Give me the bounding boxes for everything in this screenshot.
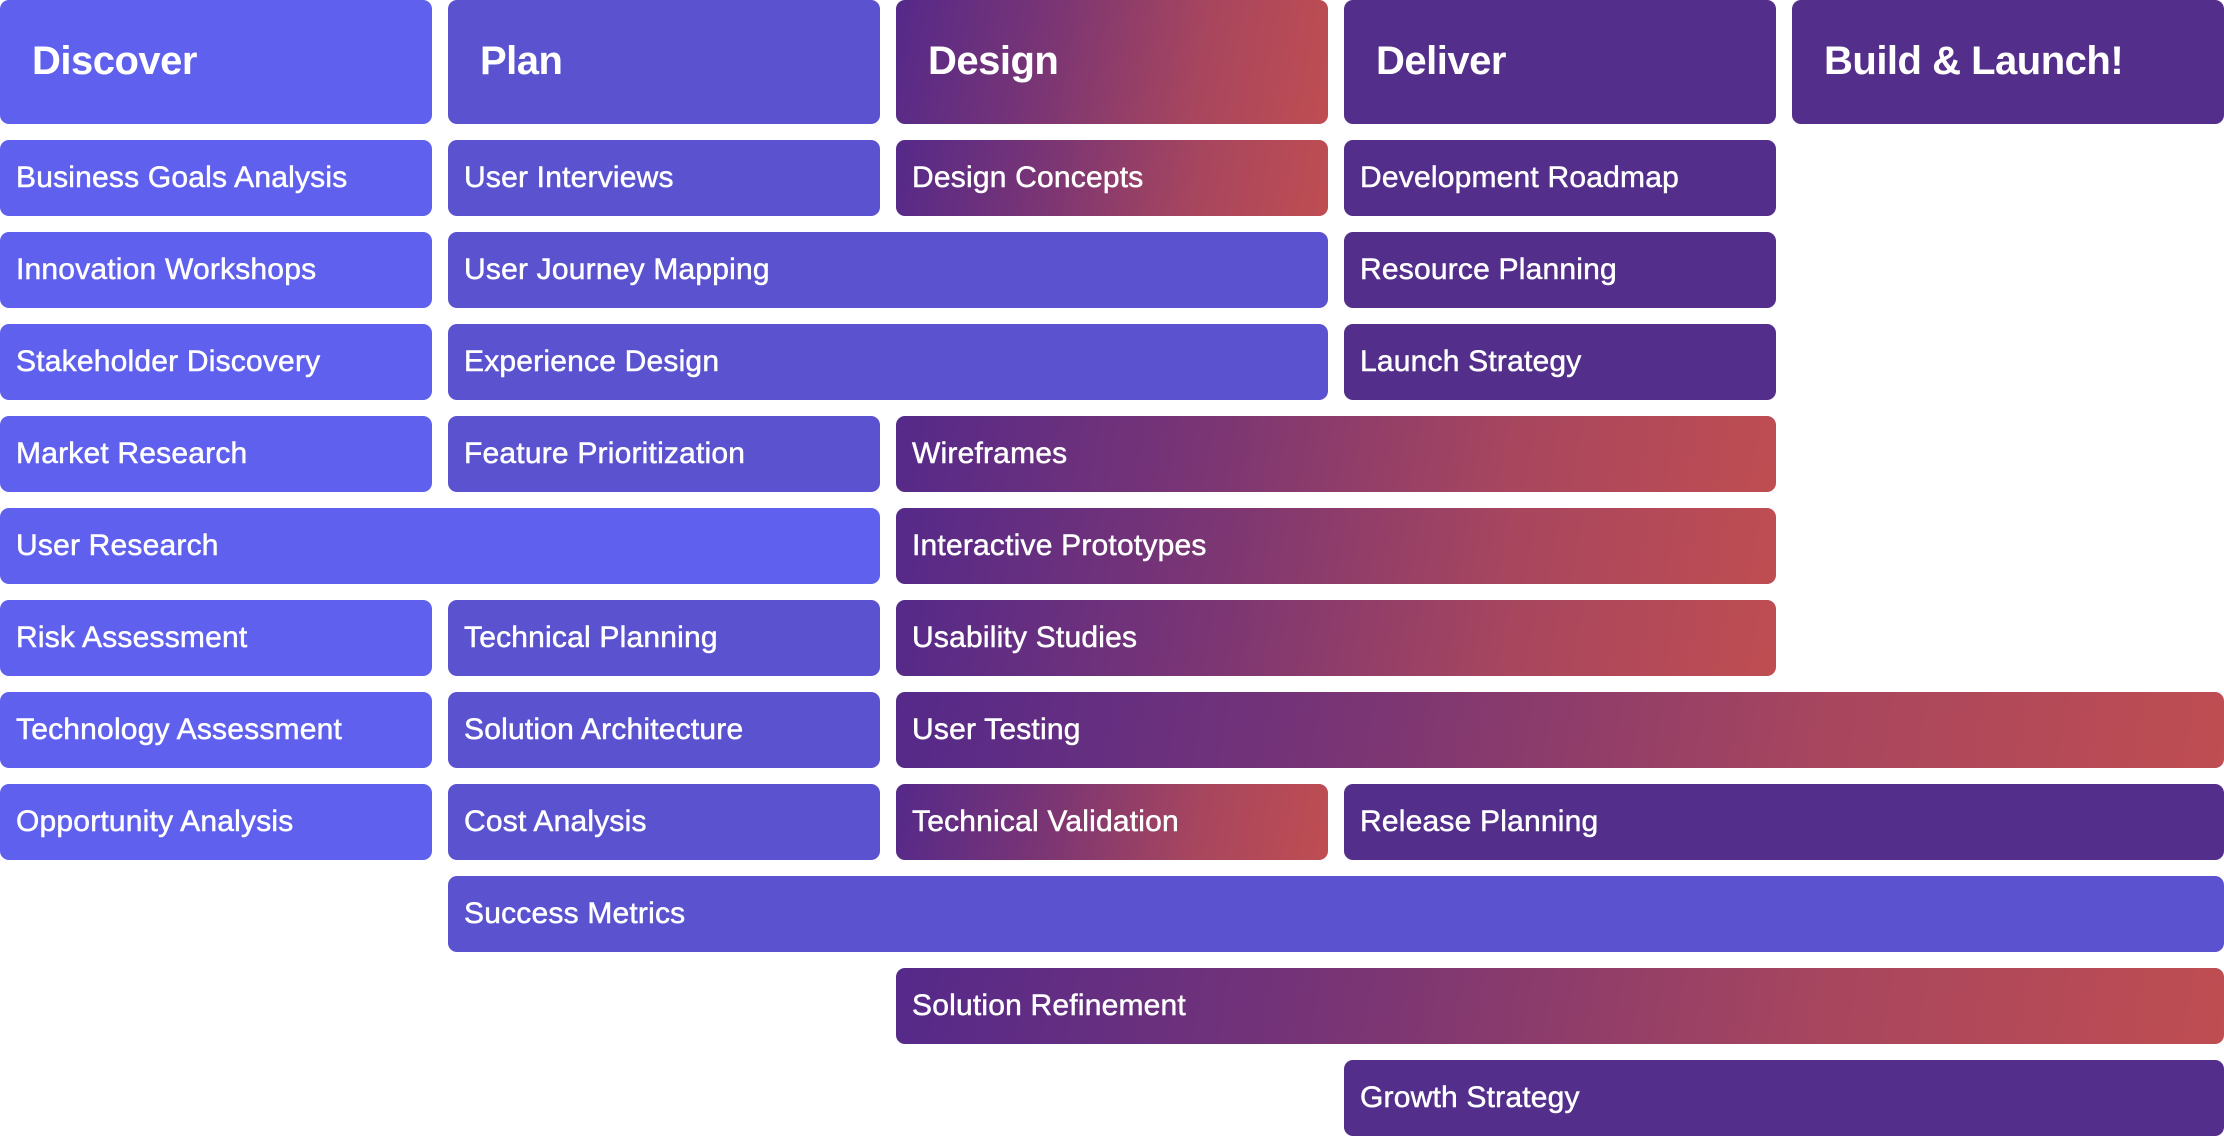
activity-business-goals-analysis: Business Goals Analysis [0,140,432,216]
activity-growth-strategy: Growth Strategy [1344,1060,2224,1136]
activity-feature-prioritization: Feature Prioritization [448,416,880,492]
activity-user-interviews: User Interviews [448,140,880,216]
activity-usability-studies: Usability Studies [896,600,1776,676]
activity-experience-design: Experience Design [448,324,1328,400]
activity-label: Usability Studies [912,621,1138,655]
activity-label: Launch Strategy [1360,345,1582,379]
phase-header-label: Design [928,38,1059,83]
activity-label: Technical Planning [464,621,718,655]
activity-user-testing: User Testing [896,692,2224,768]
activity-stakeholder-discovery: Stakeholder Discovery [0,324,432,400]
activity-technical-validation: Technical Validation [896,784,1328,860]
activity-label: Opportunity Analysis [16,805,294,839]
phase-header-build-launch: Build & Launch! [1792,0,2224,124]
phase-header-discover: Discover [0,0,432,124]
activity-innovation-workshops: Innovation Workshops [0,232,432,308]
activity-label: Market Research [16,437,248,471]
activity-resource-planning: Resource Planning [1344,232,1776,308]
activity-release-planning: Release Planning [1344,784,2224,860]
activity-label: Wireframes [912,437,1068,471]
activity-design-concepts: Design Concepts [896,140,1328,216]
activity-interactive-prototypes: Interactive Prototypes [896,508,1776,584]
activity-label: Business Goals Analysis [16,161,348,195]
activity-label: Stakeholder Discovery [16,345,321,379]
activity-solution-refinement: Solution Refinement [896,968,2224,1044]
activity-technology-assessment: Technology Assessment [0,692,432,768]
phase-header-design: Design [896,0,1328,124]
activity-label: Experience Design [464,345,720,379]
activity-launch-strategy: Launch Strategy [1344,324,1776,400]
activity-label: Solution Architecture [464,713,744,747]
activity-label: Resource Planning [1360,253,1617,287]
activity-label: Design Concepts [912,161,1144,195]
activity-label: Technology Assessment [16,713,343,747]
activity-label: Development Roadmap [1360,161,1679,195]
activity-user-research: User Research [0,508,880,584]
activity-market-research: Market Research [0,416,432,492]
activity-wireframes: Wireframes [896,416,1776,492]
activity-label: User Testing [912,713,1081,747]
activity-label: Solution Refinement [912,989,1186,1023]
phase-header-label: Plan [480,38,563,83]
activity-label: Release Planning [1360,805,1599,839]
activity-solution-architecture: Solution Architecture [448,692,880,768]
activity-development-roadmap: Development Roadmap [1344,140,1776,216]
activity-label: Cost Analysis [464,805,647,839]
activity-cost-analysis: Cost Analysis [448,784,880,860]
phase-header-deliver: Deliver [1344,0,1776,124]
activity-label: Growth Strategy [1360,1081,1580,1115]
activity-opportunity-analysis: Opportunity Analysis [0,784,432,860]
phase-header-label: Deliver [1376,38,1506,83]
activity-label: Success Metrics [464,897,686,931]
phase-header-label: Build & Launch! [1824,38,2124,83]
activity-technical-planning: Technical Planning [448,600,880,676]
activity-user-journey-mapping: User Journey Mapping [448,232,1328,308]
activity-risk-assessment: Risk Assessment [0,600,432,676]
phase-header-label: Discover [32,38,197,83]
activity-label: User Interviews [464,161,674,195]
activity-label: Interactive Prototypes [912,529,1207,563]
activity-label: Innovation Workshops [16,253,317,287]
activity-label: User Journey Mapping [464,253,770,287]
activity-success-metrics: Success Metrics [448,876,2224,952]
activity-label: Technical Validation [912,805,1179,839]
activity-label: User Research [16,529,219,563]
activity-label: Risk Assessment [16,621,248,655]
activity-label: Feature Prioritization [464,437,746,471]
phase-header-plan: Plan [448,0,880,124]
